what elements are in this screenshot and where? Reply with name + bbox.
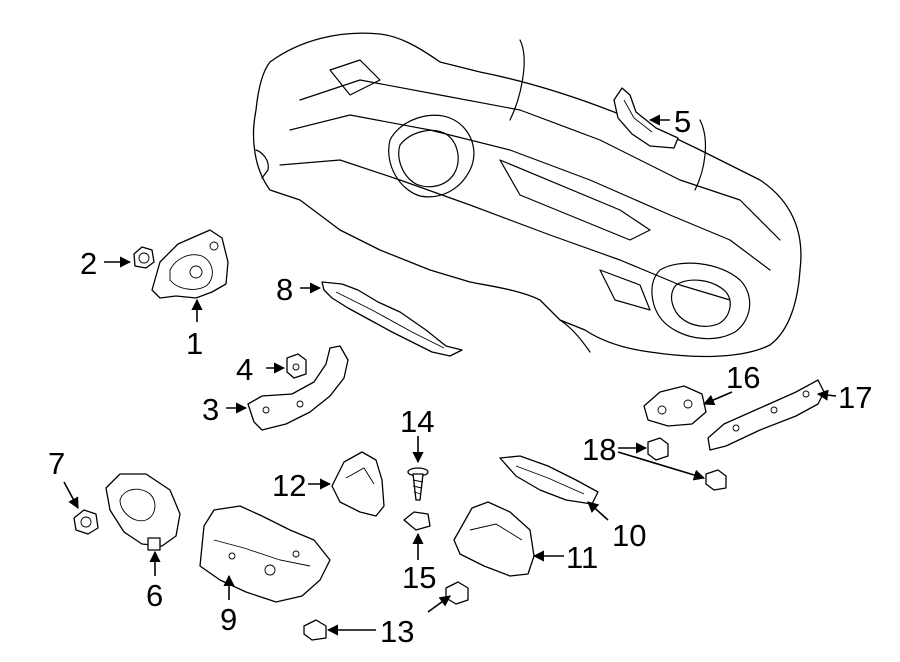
part-8-bracket xyxy=(321,281,463,357)
callout-6: 6 xyxy=(146,578,163,613)
callout-18: 18 xyxy=(582,432,616,467)
callout-1: 1 xyxy=(186,326,203,361)
part-12-shield xyxy=(331,451,385,517)
callout-11: 11 xyxy=(566,540,598,575)
floor-pan-illustration xyxy=(252,32,802,358)
part-11-shield xyxy=(453,501,535,577)
callout-16: 16 xyxy=(726,360,760,395)
leader-lines xyxy=(63,114,837,636)
callout-14: 14 xyxy=(400,404,434,439)
part-15-clip xyxy=(403,511,431,531)
part-5-bracket xyxy=(613,87,679,149)
part-18-clips xyxy=(647,437,727,491)
callout-17: 17 xyxy=(838,380,872,415)
callout-2: 2 xyxy=(80,246,97,281)
part-4-clip xyxy=(286,353,307,379)
callout-9: 9 xyxy=(220,602,237,637)
part-2-nut xyxy=(133,246,155,269)
callout-10: 10 xyxy=(612,518,646,553)
callout-labels: 1 2 3 4 5 6 7 8 9 10 11 12 13 14 15 16 1… xyxy=(48,104,872,649)
part-10-shield xyxy=(499,455,599,505)
part-1-mount xyxy=(151,229,229,299)
callout-8: 8 xyxy=(276,272,293,307)
part-6-mount xyxy=(105,473,181,551)
part-13-clips xyxy=(303,581,469,641)
callout-13: 13 xyxy=(380,614,414,649)
callout-15: 15 xyxy=(402,560,436,595)
callout-4: 4 xyxy=(236,352,253,387)
callout-7: 7 xyxy=(48,446,65,481)
callout-12: 12 xyxy=(272,468,306,503)
callout-5: 5 xyxy=(674,104,691,139)
part-7-nut xyxy=(73,509,99,535)
callout-3: 3 xyxy=(202,392,219,427)
part-16-bracket xyxy=(643,385,707,427)
part-14-screw xyxy=(407,467,429,501)
part-3-bracket xyxy=(247,345,349,431)
part-9-shield xyxy=(199,505,331,603)
